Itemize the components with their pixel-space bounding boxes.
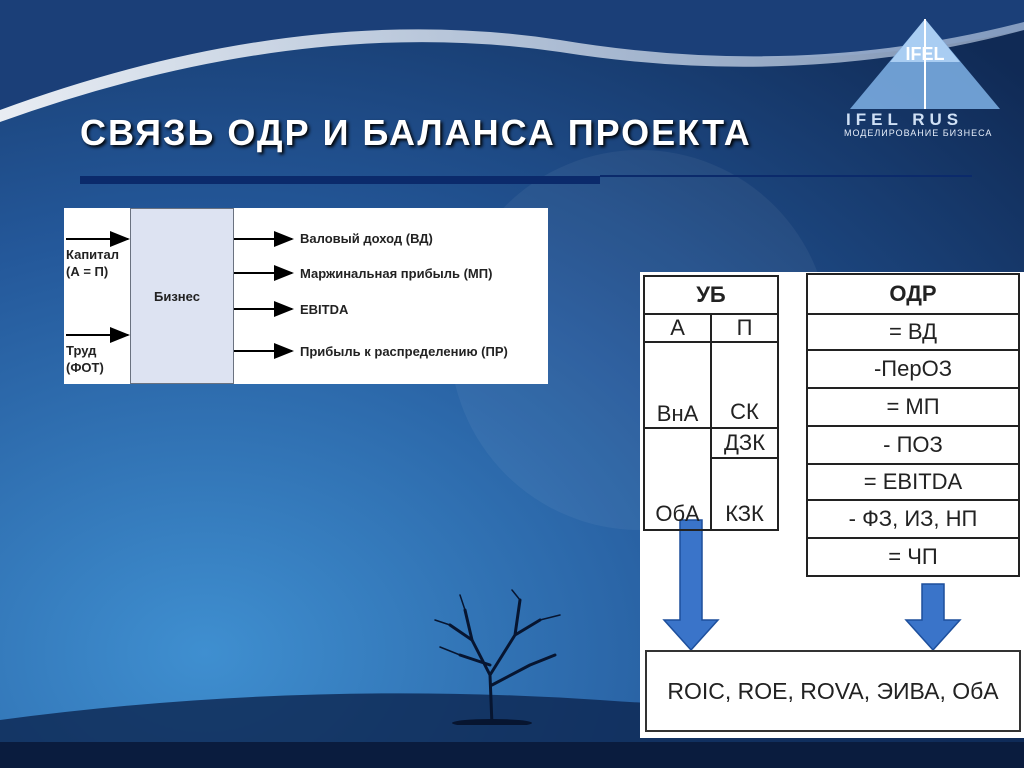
business-box [130,208,234,384]
odr-table: ОДР = ВД -ПерОЗ = МП - ПОЗ = EBITDA - ФЗ… [806,273,1020,577]
ub-kzk: КЗК [710,457,779,531]
odr-row: = ВД [806,313,1020,351]
output-ebitda-label: EBITDA [300,302,349,317]
odr-header: ОДР [806,273,1020,315]
ub-vna: ВнА [642,341,713,429]
logo-mark: IFEL [906,44,945,64]
business-label: Бизнес [154,289,200,304]
ub-col-p: П [710,313,779,343]
odr-row: - ПОЗ [806,425,1020,465]
title-underline [80,176,600,184]
input-capital-label: Капитал (А = П) [66,246,119,280]
diagram-arrows [66,231,294,359]
ub-table: УБ А П ВнА СК ОбА ДЗК КЗК [642,275,779,531]
slide-title: СВЯЗЬ ОДР И БАЛАНСА ПРОЕКТА [80,112,752,153]
odr-row: = EBITDA [806,463,1020,501]
odr-down-arrow [904,583,962,652]
odr-row: - ФЗ, ИЗ, НП [806,499,1020,539]
input-labor-label: Труд (ФОТ) [66,342,104,376]
flow-arrows [662,519,962,652]
logo-subtitle: МОДЕЛИРОВАНИЕ БИЗНЕСА [844,128,993,138]
title-underline-thin [600,175,972,177]
input-capital-line2: (А = П) [66,264,109,279]
odr-row: = МП [806,387,1020,427]
input-labor-line2: (ФОТ) [66,360,104,375]
business-diagram: Бизнес Капитал (А = П) Труд (ФОТ) Валовы… [64,208,548,384]
ub-sk: СК [710,341,779,429]
odr-row: -ПерОЗ [806,349,1020,389]
ub-oba: ОбА [642,427,713,531]
tree-silhouette [434,589,561,725]
output-mp-label: Маржинальная прибыль (МП) [300,266,493,281]
output-pr-label: Прибыль к распределению (ПР) [300,344,508,359]
result-box: ROIC, ROE, ROVA, ЭИВА, ОбА [645,650,1021,732]
ub-header: УБ [643,275,779,315]
input-capital-line1: Капитал [66,247,120,262]
output-vd-label: Валовый доход (ВД) [300,231,433,246]
logo-text: IFEL RUS [846,110,964,129]
ub-down-arrow [662,519,720,652]
result-text: ROIC, ROE, ROVA, ЭИВА, ОбА [667,678,999,704]
input-labor-line1: Труд [66,343,97,358]
ifel-logo-icon: IFEL [850,19,1000,109]
tables-panel: УБ А П ВнА СК ОбА ДЗК КЗК ОДР = ВД -ПерО… [640,272,1024,738]
ub-dzk: ДЗК [710,427,779,459]
ub-col-a: А [642,313,713,343]
odr-row: = ЧП [806,537,1020,577]
